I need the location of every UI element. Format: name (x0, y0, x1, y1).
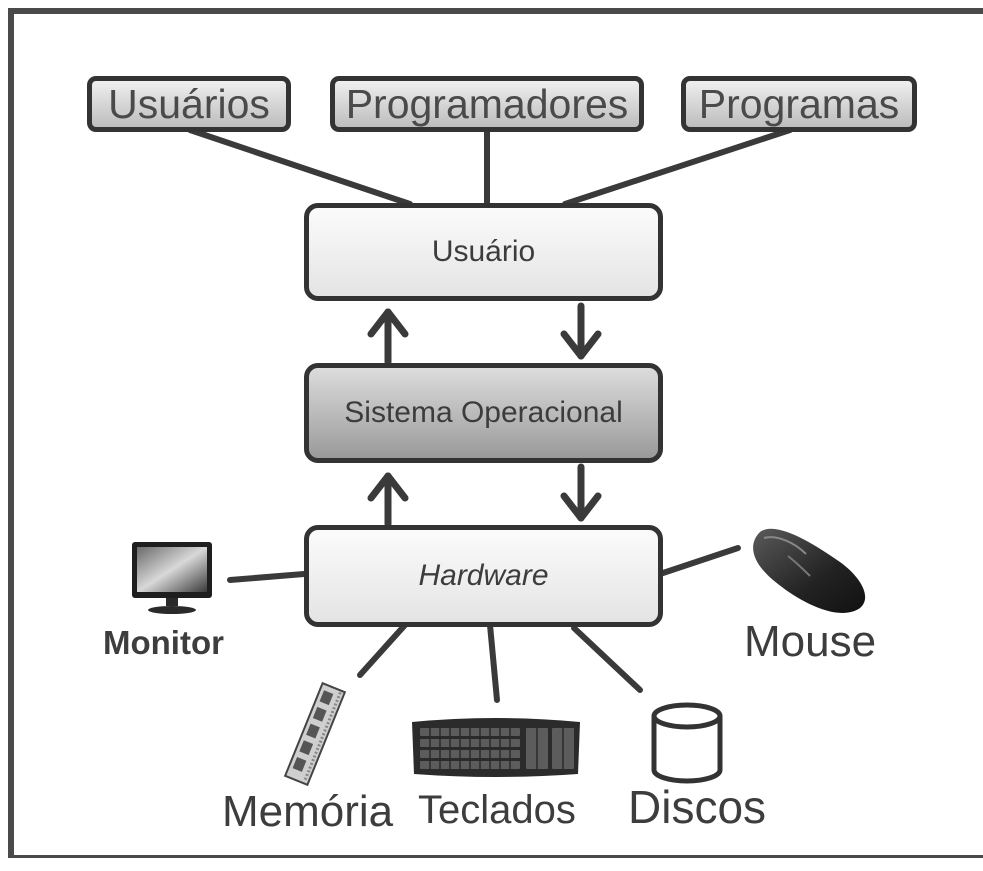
programs-label: Programas (698, 80, 900, 127)
mouse-icon (753, 528, 866, 613)
arrow-up-os-to-user (367, 308, 409, 366)
diagram-frame (8, 8, 983, 858)
users-label: Usuários (108, 80, 270, 127)
connector-programas (562, 127, 793, 207)
os-layer-box: Sistema Operacional (304, 363, 663, 463)
arrow-down-user-to-os (560, 302, 602, 360)
monitor-label: Monitor (103, 624, 224, 661)
disk-cylinder-icon (651, 702, 723, 784)
disks-label: Discos (628, 781, 767, 833)
connector-memoria (357, 622, 408, 678)
mouse-label: Mouse (744, 617, 877, 666)
programs-box: Programas (681, 76, 917, 132)
hardware-layer-label: Hardware (418, 559, 549, 592)
hardware-layer-box: Hardware (304, 525, 663, 627)
keyboards-label: Teclados (418, 788, 576, 832)
connector-usuarios (187, 127, 413, 207)
keyboard-icon (412, 718, 580, 777)
user-layer-box: Usuário (304, 203, 663, 301)
programmers-label: Programadores (345, 80, 629, 127)
os-layer-label: Sistema Operacional (344, 396, 623, 429)
memory-module-icon (283, 681, 347, 787)
user-layer-label: Usuário (431, 235, 536, 268)
connector-monitor (227, 571, 307, 583)
memory-label: Memória (222, 787, 394, 836)
connector-discos (571, 625, 643, 693)
arrow-down-os-to-hw (560, 463, 602, 522)
connector-teclados (487, 622, 500, 703)
users-box: Usuários (87, 76, 291, 132)
connector-mouse (660, 545, 741, 576)
programmers-box: Programadores (330, 76, 644, 132)
arrow-up-hw-to-os (367, 472, 409, 528)
monitor-icon (132, 542, 212, 614)
